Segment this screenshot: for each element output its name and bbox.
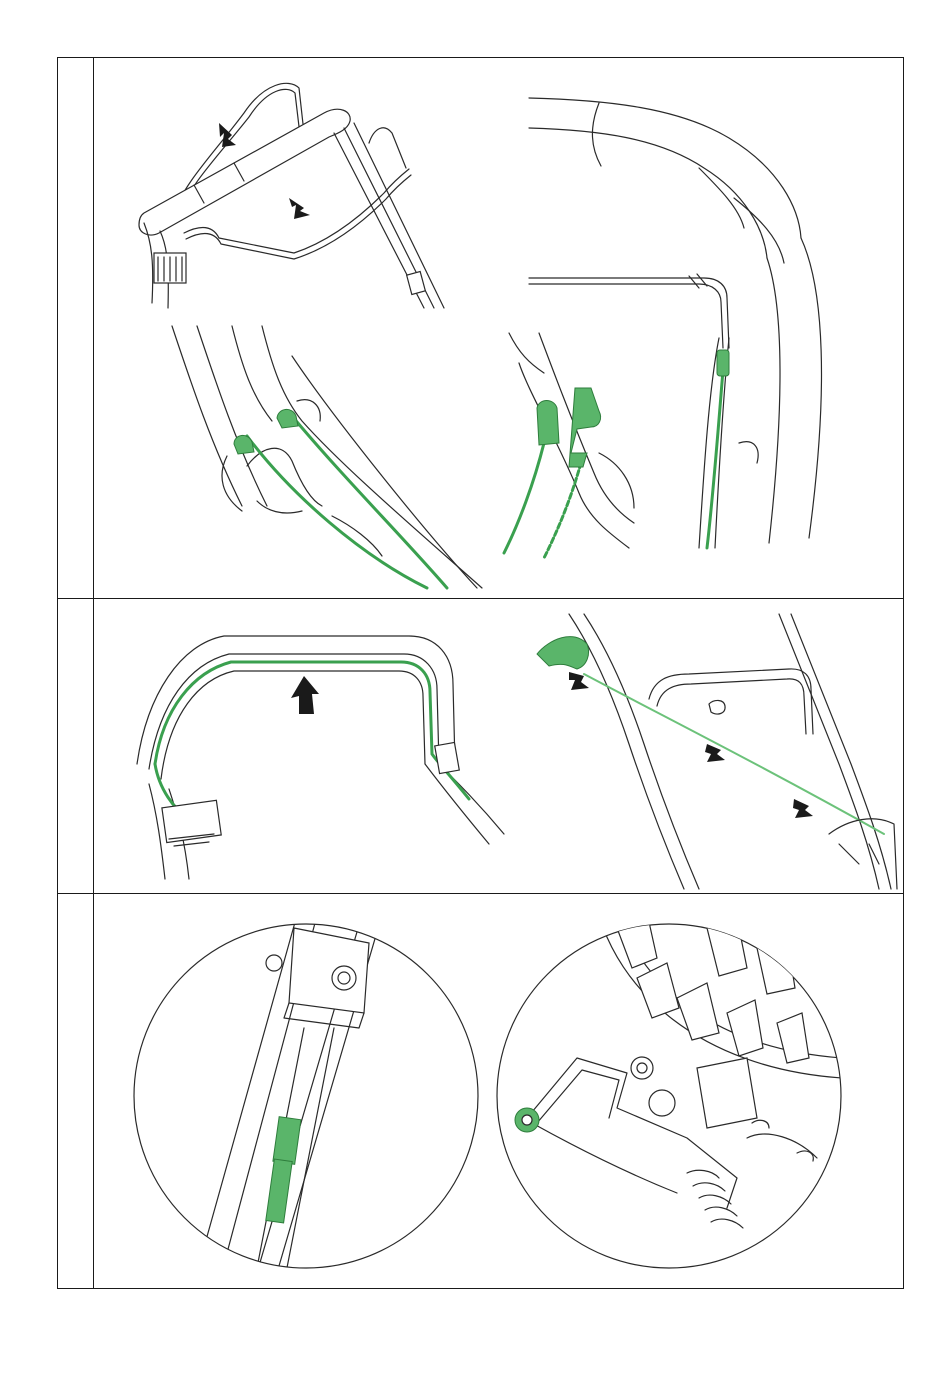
figure-handle-frame bbox=[124, 73, 454, 313]
figure-cable-adjuster bbox=[134, 908, 479, 1283]
step-number-column bbox=[58, 58, 94, 1288]
figure-cable-clip bbox=[172, 326, 492, 588]
step-row-1 bbox=[94, 58, 904, 599]
figure-brake-lever bbox=[497, 908, 842, 1283]
instruction-sheet bbox=[57, 57, 904, 1289]
step-cell-3 bbox=[58, 894, 94, 1289]
step-row-2 bbox=[94, 599, 904, 894]
step-cell-1 bbox=[58, 58, 94, 599]
step-row-3 bbox=[94, 894, 904, 1289]
figure-upper-handle-route bbox=[119, 614, 509, 884]
figure-engine-route bbox=[529, 604, 899, 889]
step-cell-2 bbox=[58, 599, 94, 894]
figure-cable-connectors bbox=[499, 333, 639, 558]
